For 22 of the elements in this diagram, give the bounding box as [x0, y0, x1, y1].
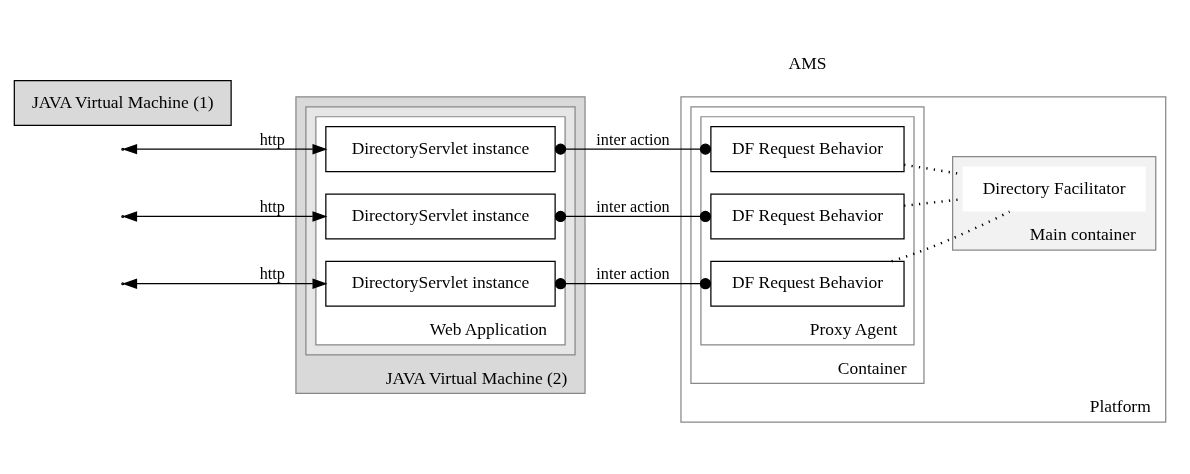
arrow	[122, 143, 328, 155]
node-box: Directory Facilitator	[962, 166, 1146, 212]
connector	[554, 210, 712, 223]
node-box: DirectoryServlet instance	[325, 126, 556, 173]
edge-label: http	[259, 265, 285, 284]
edge-label: http	[259, 130, 285, 149]
node-box: DirectoryServlet instance	[325, 260, 556, 307]
node-box: JAVA Virtual Machine (1)	[13, 80, 232, 127]
arrow	[122, 211, 328, 222]
connector	[554, 143, 712, 155]
arrow	[122, 278, 328, 289]
edge-label: inter action	[596, 130, 670, 149]
node-box: DF Request Behavior	[710, 126, 905, 173]
label: AMS	[788, 53, 827, 74]
edge-label: http	[259, 197, 285, 216]
node-box: DirectoryServlet instance	[325, 193, 556, 240]
edge-label: inter action	[596, 265, 670, 284]
connector	[554, 278, 712, 290]
node-box: DF Request Behavior	[710, 193, 905, 240]
edge-label: inter action	[596, 197, 670, 216]
node-box: DF Request Behavior	[710, 260, 905, 307]
connector	[891, 210, 1011, 263]
